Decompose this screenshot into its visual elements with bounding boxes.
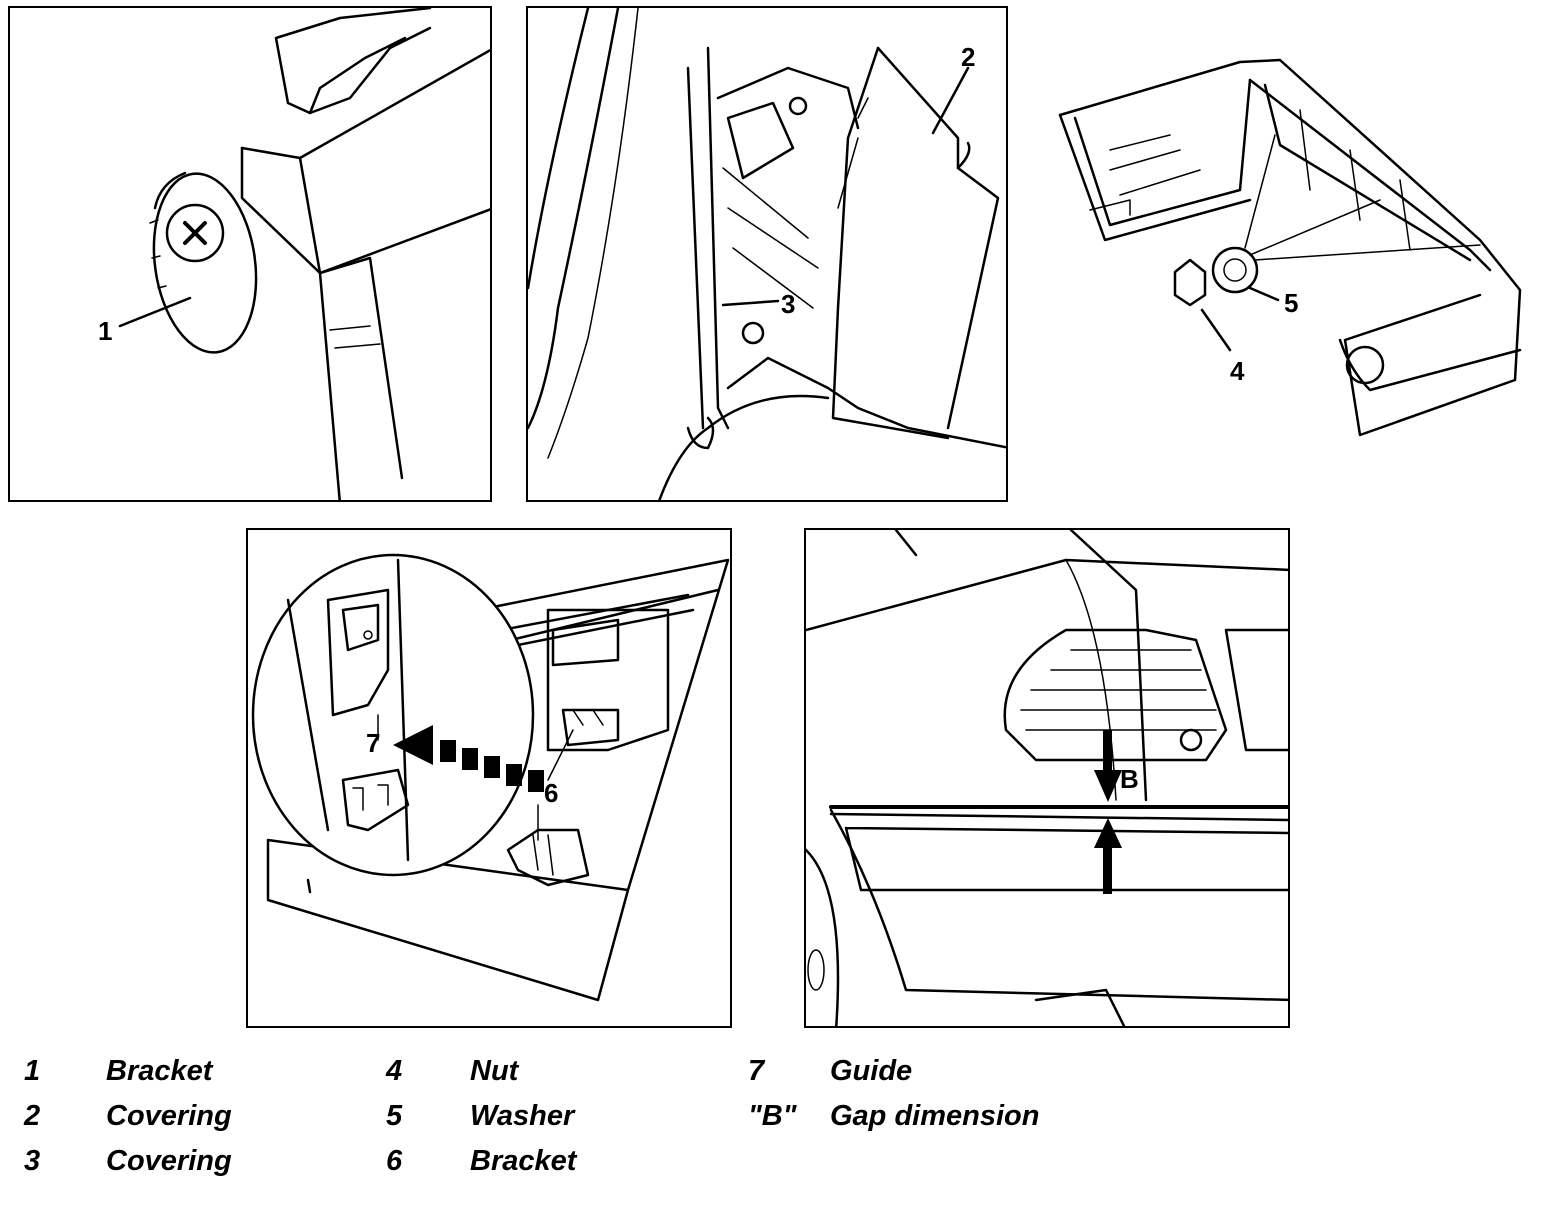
- guide-drawing: 7 6: [251, 553, 730, 1002]
- bracket-drawing: 1: [98, 8, 490, 500]
- legend-number: "B": [748, 1100, 797, 1132]
- legend-number: 2: [24, 1100, 41, 1132]
- callout-4: 4: [1230, 356, 1245, 386]
- callout-3: 3: [781, 289, 795, 319]
- legend-label: Guide: [830, 1055, 913, 1087]
- legend-number: 3: [24, 1145, 41, 1177]
- figure-panel-gap: B: [804, 528, 1290, 1028]
- figure-panel-guide: 7 6: [246, 528, 732, 1028]
- legend-column-2: 4 Nut 5 Washer 6 Bracket: [386, 1055, 726, 1190]
- legend-item: 2 Covering: [24, 1100, 364, 1145]
- legend-item: 5 Washer: [386, 1100, 726, 1145]
- legend-label: Covering: [106, 1145, 232, 1177]
- figure-bumper-overview: 5 4: [1050, 50, 1540, 450]
- covering-drawing: 2 3: [528, 8, 1006, 500]
- callout-b: B: [1120, 764, 1139, 794]
- bumper-drawing: 5 4: [1058, 58, 1522, 437]
- figure-panel-bracket: 1: [8, 6, 492, 502]
- legend-label: Covering: [106, 1100, 232, 1132]
- callout-2: 2: [961, 42, 975, 72]
- legend-item: 4 Nut: [386, 1055, 726, 1100]
- legend-column-1: 1 Bracket 2 Covering 3 Covering: [24, 1055, 364, 1190]
- figure-panel-covering: 2 3: [526, 6, 1008, 502]
- legend-label: Nut: [470, 1055, 519, 1087]
- legend: 1 Bracket 2 Covering 3 Covering 4 Nut 5 …: [0, 1055, 1568, 1215]
- legend-label: Bracket: [106, 1055, 213, 1087]
- legend-item: 3 Covering: [24, 1145, 364, 1190]
- legend-label: Gap dimension: [830, 1100, 1040, 1132]
- callout-7: 7: [366, 728, 380, 758]
- legend-item: "B" Gap dimension: [748, 1100, 1128, 1145]
- callout-5: 5: [1284, 288, 1298, 318]
- legend-number: 5: [386, 1100, 403, 1132]
- legend-number: 4: [386, 1055, 403, 1087]
- callout-6: 6: [544, 778, 558, 808]
- legend-column-3: 7 Guide "B" Gap dimension: [748, 1055, 1128, 1145]
- legend-label: Washer: [470, 1100, 575, 1132]
- legend-item: 1 Bracket: [24, 1055, 364, 1100]
- legend-number: 6: [386, 1145, 403, 1177]
- legend-item: 6 Bracket: [386, 1145, 726, 1190]
- callout-1: 1: [98, 316, 112, 346]
- legend-number: 1: [24, 1055, 41, 1087]
- legend-label: Bracket: [470, 1145, 577, 1177]
- legend-item: 7 Guide: [748, 1055, 1128, 1100]
- legend-number: 7: [748, 1055, 765, 1087]
- gap-drawing: B: [806, 530, 1288, 1026]
